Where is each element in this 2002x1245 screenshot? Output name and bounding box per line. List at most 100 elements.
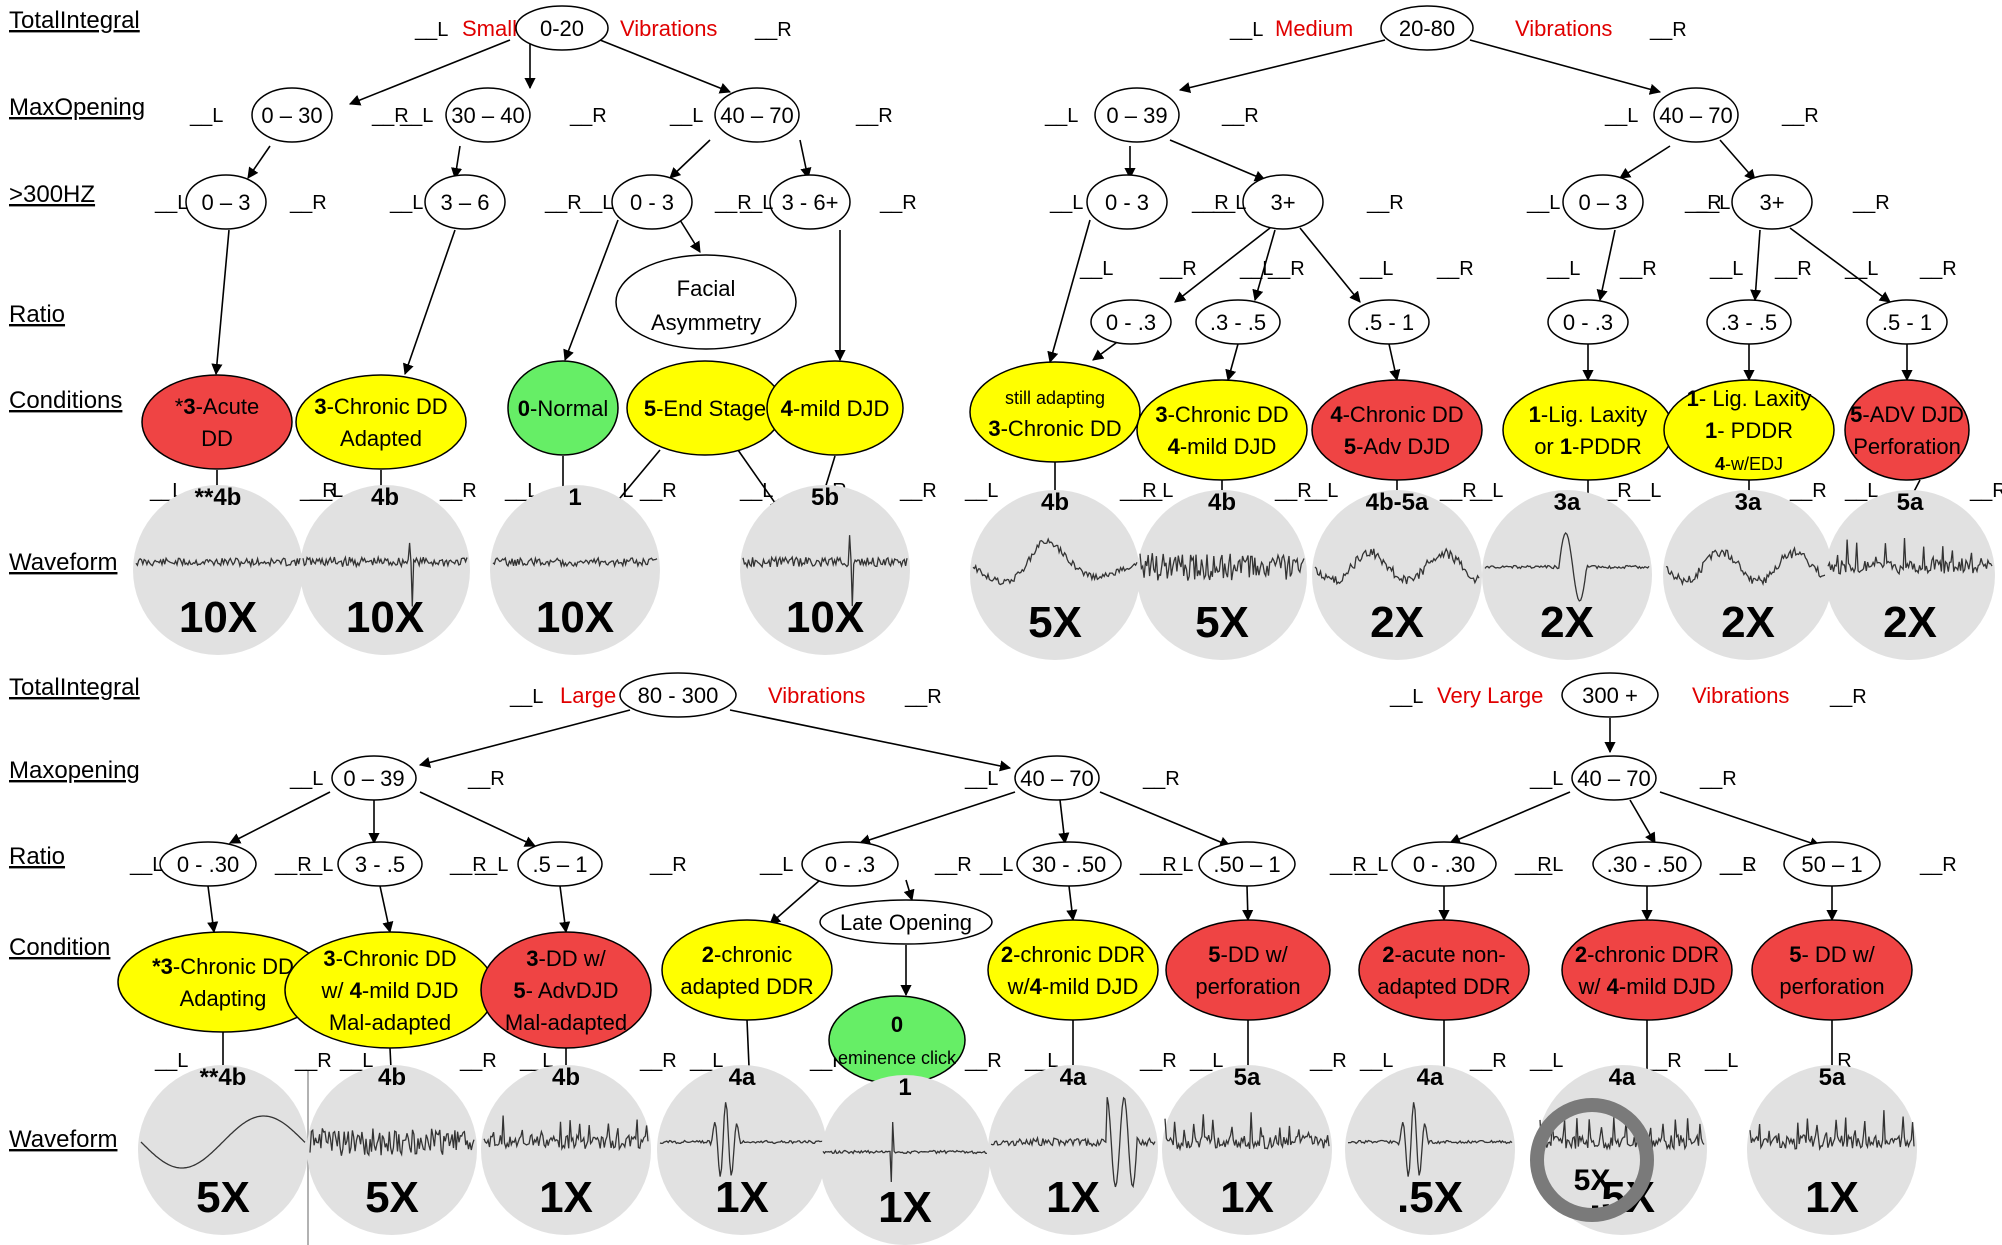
edge-arrow — [1629, 799, 1656, 844]
lr-left: __L — [389, 192, 423, 214]
edge-arrow — [1789, 227, 1891, 303]
lr-left: __L — [519, 1050, 553, 1072]
lr-right: __R — [1919, 854, 1957, 876]
lr-right: __R — [879, 192, 917, 214]
lr-right: __R — [289, 192, 327, 214]
row-label-rl-totalintegral-2: TotalIntegral — [9, 674, 140, 701]
node-n-mo-0-39-a — [1094, 87, 1180, 143]
waveform-magnification: .5X — [1397, 1173, 1463, 1222]
waveform-type: 5a — [1897, 489, 1924, 516]
lr-right: __R — [1191, 192, 1229, 214]
waveform-trace — [1749, 1110, 1915, 1152]
node-label: .5 - 1 — [1364, 310, 1414, 335]
lr-right: __R — [569, 105, 607, 127]
waveform-circle-w15 — [820, 1075, 990, 1245]
lr-left: __L — [1044, 105, 1078, 127]
lr-right: __R — [544, 192, 582, 214]
edge-arrow — [1719, 139, 1756, 181]
waveform-circle-w8 — [1482, 490, 1652, 660]
edge-arrow — [1099, 791, 1232, 848]
waveform-type: 4b-5a — [1366, 489, 1429, 516]
edge-arrow — [379, 885, 394, 934]
waveform-magnification: 5X — [365, 1173, 419, 1222]
edge-arrow — [737, 449, 781, 511]
edge-arrow — [1178, 39, 1386, 94]
condition-label: Perforation — [1853, 434, 1961, 459]
lr-right: __R — [964, 1050, 1002, 1072]
node-label: 3 - 6+ — [782, 190, 839, 215]
edge-arrow — [1225, 343, 1239, 382]
node-n-mo-0-30 — [251, 87, 333, 143]
condition-c15 — [661, 919, 833, 1021]
lr-left: __L — [1079, 258, 1113, 280]
lr-left: __L — [1844, 258, 1878, 280]
header-vibrations-h-verylarge: Vibrations — [1692, 683, 1789, 708]
lr-left: __L — [759, 854, 793, 876]
waveform-magnification: 5X — [1195, 598, 1249, 647]
waveform-trace — [990, 1096, 1156, 1189]
node-n-hz-g — [1562, 174, 1644, 230]
edge-arrow — [211, 229, 230, 376]
condition-label: perforation — [1195, 974, 1300, 999]
lr-right: __R — [1119, 480, 1157, 502]
lr-right: __R — [1852, 192, 1890, 214]
waveform-type: 3a — [1554, 489, 1581, 516]
waveform-magnification: 1X — [1220, 1173, 1274, 1222]
lr-left: __L — [399, 105, 433, 127]
condition-label: adapted DDR — [680, 974, 813, 999]
lr-right: __R — [274, 854, 312, 876]
lr-right: __R — [649, 854, 687, 876]
waveform-magnification: 2X — [1370, 598, 1424, 647]
condition-label: *3-Acute — [175, 394, 259, 419]
lr-right: __R — [1594, 480, 1632, 502]
lr-left: __L — [1546, 258, 1580, 280]
lr-right: __R — [299, 480, 337, 502]
edge-arrow — [799, 139, 812, 180]
waveform-type: 5b — [811, 484, 839, 511]
waveform-circle-w18 — [1345, 1065, 1515, 1235]
lr-left: __L — [1526, 192, 1560, 214]
edge-arrow — [207, 885, 219, 934]
lr-right: __R — [1439, 480, 1477, 502]
condition-c3 — [507, 360, 619, 456]
lr-left: __L — [1049, 192, 1083, 214]
row-label-rl-condition: Condition — [9, 934, 110, 961]
node-n-facial — [615, 254, 797, 350]
lr-right: __R — [1699, 768, 1737, 790]
header-vibrations-h-medium: Vibrations — [1515, 16, 1612, 41]
waveform-magnification: 5X — [196, 1173, 250, 1222]
waveform-type: 4b — [378, 1064, 406, 1091]
waveform-circle-w9 — [1663, 490, 1833, 660]
edge-arrow — [1619, 145, 1671, 179]
waveform-trace — [1665, 545, 1831, 587]
edge-arrow — [1169, 139, 1267, 182]
waveform-type: 1 — [568, 484, 581, 511]
condition-label: 2-acute non- — [1382, 942, 1506, 967]
node-label: .3 - .5 — [1210, 310, 1266, 335]
lr-right: __R — [1142, 768, 1180, 790]
waveform-circle-w11 — [138, 1065, 308, 1235]
node-label: 0 - .3 — [825, 852, 875, 877]
condition-label: still adapting — [1005, 388, 1105, 408]
condition-label: 3-Chronic DD — [988, 416, 1121, 441]
node-label: 30 - .50 — [1032, 852, 1107, 877]
condition-label: w/4-mild DJD — [1007, 974, 1139, 999]
waveform-type: 5a — [1234, 1064, 1261, 1091]
row-label-rl-maxopening-2: Maxopening — [9, 757, 140, 784]
header-size-h-large: Large — [560, 683, 616, 708]
condition-label: 2-chronic DDR — [1575, 942, 1719, 967]
lr-right: __R — [1221, 105, 1259, 127]
lr-left: __L — [1359, 258, 1393, 280]
node-n-late — [819, 899, 993, 945]
edge-arrow — [669, 139, 711, 179]
lr-left: __L — [299, 854, 333, 876]
waveform-type: **4b — [200, 1064, 247, 1091]
node-label: 3 – 6 — [441, 190, 490, 215]
lr-left: __L — [1359, 1050, 1393, 1072]
edge-arrow — [1066, 885, 1078, 922]
highlight-ring — [1530, 1098, 1654, 1222]
lr-right: __R — [449, 854, 487, 876]
condition-label: 4-Chronic DD — [1330, 402, 1463, 427]
condition-label: 5- AdvDJD — [513, 978, 618, 1003]
lr-right: __R — [1514, 854, 1552, 876]
